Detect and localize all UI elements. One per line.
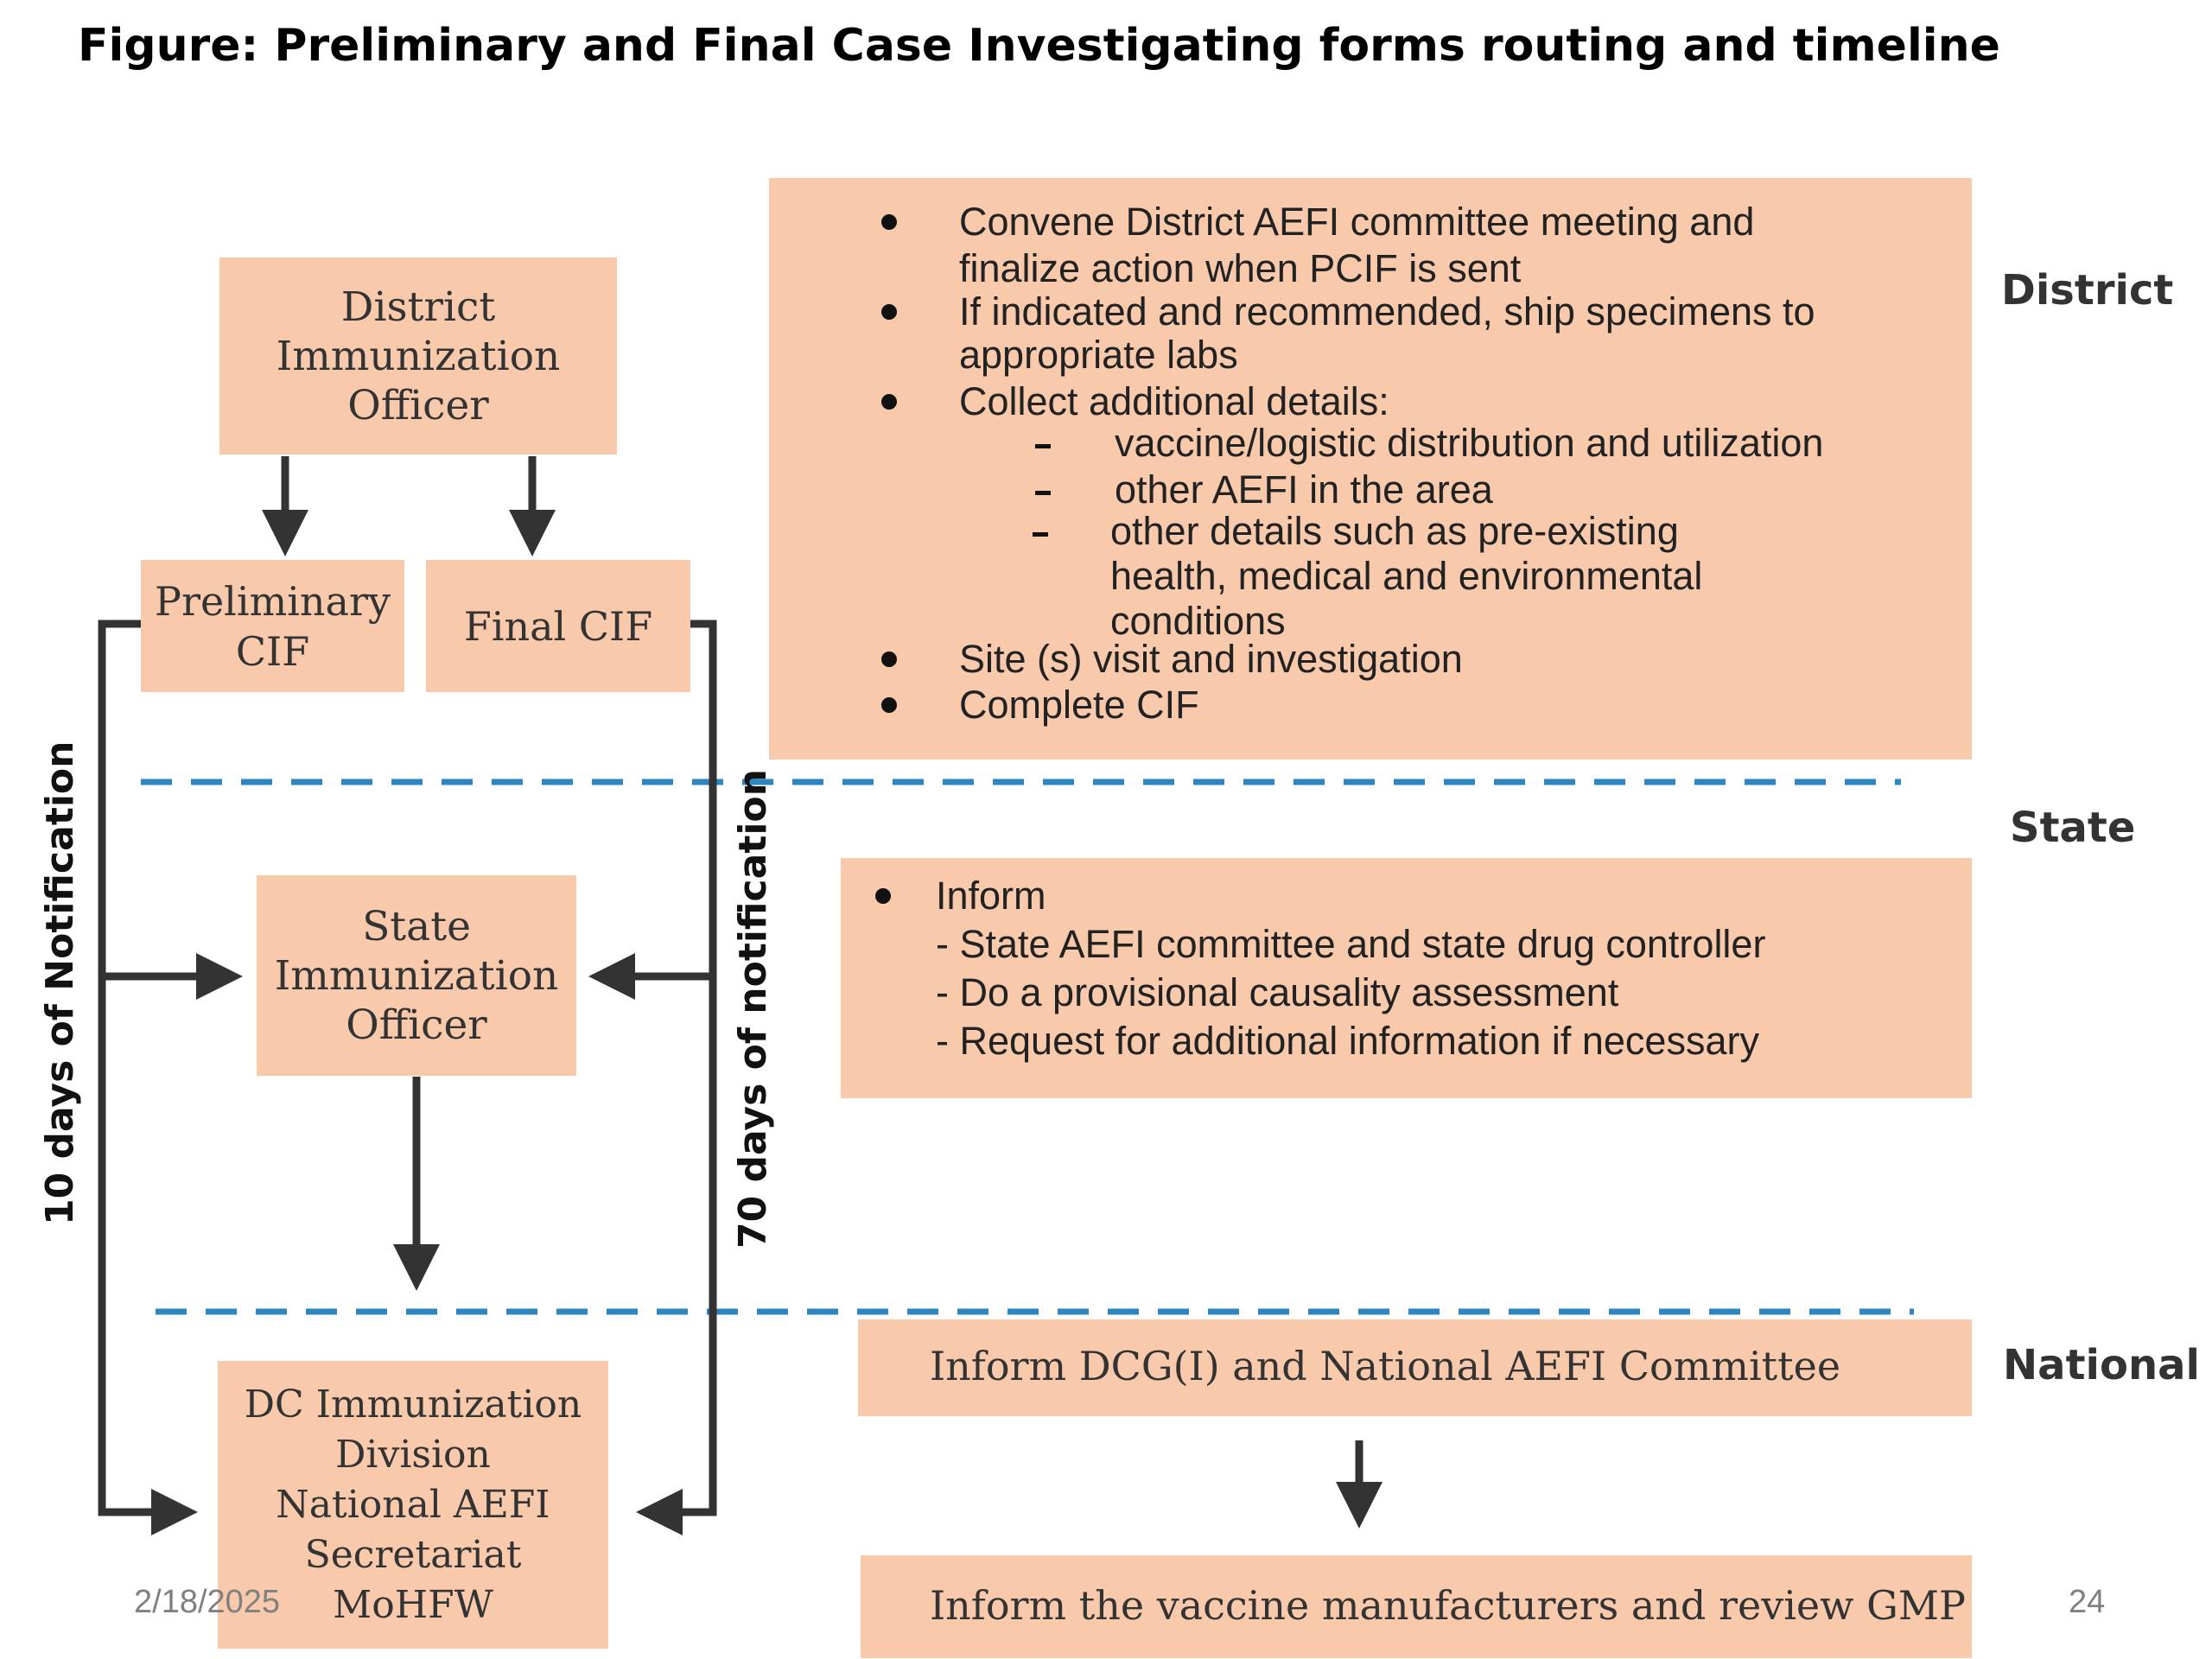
inform-dcgi-text: Inform DCG(I) and National AEFI Committe… xyxy=(930,1343,1841,1389)
level-label-national: National xyxy=(2003,1341,2200,1389)
bullet-icon xyxy=(881,214,897,230)
inform-manufacturers-text: Inform the vaccine manufacturers and rev… xyxy=(930,1582,1966,1629)
box-line: Secretariat xyxy=(304,1532,522,1577)
bullet-icon xyxy=(881,652,897,667)
national-secretariat-box: DC Immunization Division National AEFI S… xyxy=(218,1361,608,1649)
district-action-line: other AEFI in the area xyxy=(1115,467,1493,512)
box-line: Division xyxy=(335,1432,491,1477)
district-action-line: vaccine/logistic distribution and utiliz… xyxy=(1115,421,1824,465)
dash-icon xyxy=(1035,491,1051,495)
bullet-icon xyxy=(881,697,897,713)
final-cif-box: Final CIF xyxy=(426,560,690,692)
state-immunization-officer-box: State Immunization Officer xyxy=(257,875,576,1076)
box-line: Immunization xyxy=(274,951,559,1000)
right-timeline-label: 70 days of notification xyxy=(731,769,775,1249)
level-label-state: State xyxy=(2010,804,2136,852)
bullet-icon xyxy=(881,394,897,410)
box-line: Preliminary xyxy=(155,577,391,625)
box-line: CIF xyxy=(235,627,310,675)
right-loop-line xyxy=(636,620,717,1535)
district-action-line: Site (s) visit and investigation xyxy=(959,637,1463,681)
box-line: District xyxy=(340,283,496,331)
district-action-line: Complete CIF xyxy=(959,683,1199,727)
district-action-line: finalize action when PCIF is sent xyxy=(959,246,1522,290)
box-line: Final CIF xyxy=(463,602,653,650)
district-action-line: conditions xyxy=(1110,599,1286,643)
box-line: MoHFW xyxy=(333,1582,493,1627)
state-action-line: - Do a provisional causality assessment xyxy=(936,970,1619,1014)
state-actions-box: Inform - State AEFI committee and state … xyxy=(841,858,1972,1098)
box-line: Officer xyxy=(347,381,489,429)
district-action-line: Convene District AEFI committee meeting … xyxy=(959,200,1755,244)
district-action-line: other details such as pre-existing xyxy=(1110,509,1679,553)
box-line: State xyxy=(362,902,471,950)
district-action-line: If indicated and recommended, ship speci… xyxy=(959,289,1815,334)
dash-icon xyxy=(1033,532,1048,537)
district-action-line: appropriate labs xyxy=(959,333,1238,377)
slide-date: 2/18/2025 xyxy=(134,1584,281,1620)
inform-manufacturers-box: Inform the vaccine manufacturers and rev… xyxy=(861,1555,1972,1658)
dash-icon xyxy=(1035,444,1051,448)
left-timeline-label: 10 days of Notification xyxy=(38,741,82,1225)
district-immunization-officer-box: District Immunization Officer xyxy=(219,257,617,454)
bullet-icon xyxy=(875,888,891,904)
box-line: National AEFI xyxy=(276,1482,550,1527)
preliminary-cif-box: Preliminary CIF xyxy=(141,560,404,692)
district-action-line: Collect additional details: xyxy=(959,379,1389,423)
state-action-line: - State AEFI committee and state drug co… xyxy=(936,922,1766,966)
box-line: Officer xyxy=(346,1001,487,1049)
figure-title: Figure: Preliminary and Final Case Inves… xyxy=(78,20,2000,72)
district-actions-box: Convene District AEFI committee meeting … xyxy=(769,178,1972,760)
state-action-line: - Request for additional information if … xyxy=(936,1019,1759,1063)
inform-dcgi-box: Inform DCG(I) and National AEFI Committe… xyxy=(858,1319,1972,1416)
left-loop-line xyxy=(98,620,198,1535)
level-label-district: District xyxy=(2001,266,2174,315)
slide-number: 24 xyxy=(2069,1584,2106,1620)
district-action-line: health, medical and environmental xyxy=(1110,554,1703,598)
box-line: Immunization xyxy=(276,332,561,380)
state-action-line: Inform xyxy=(936,874,1046,918)
bullet-icon xyxy=(881,304,897,320)
box-line: DC Immunization xyxy=(244,1382,582,1427)
